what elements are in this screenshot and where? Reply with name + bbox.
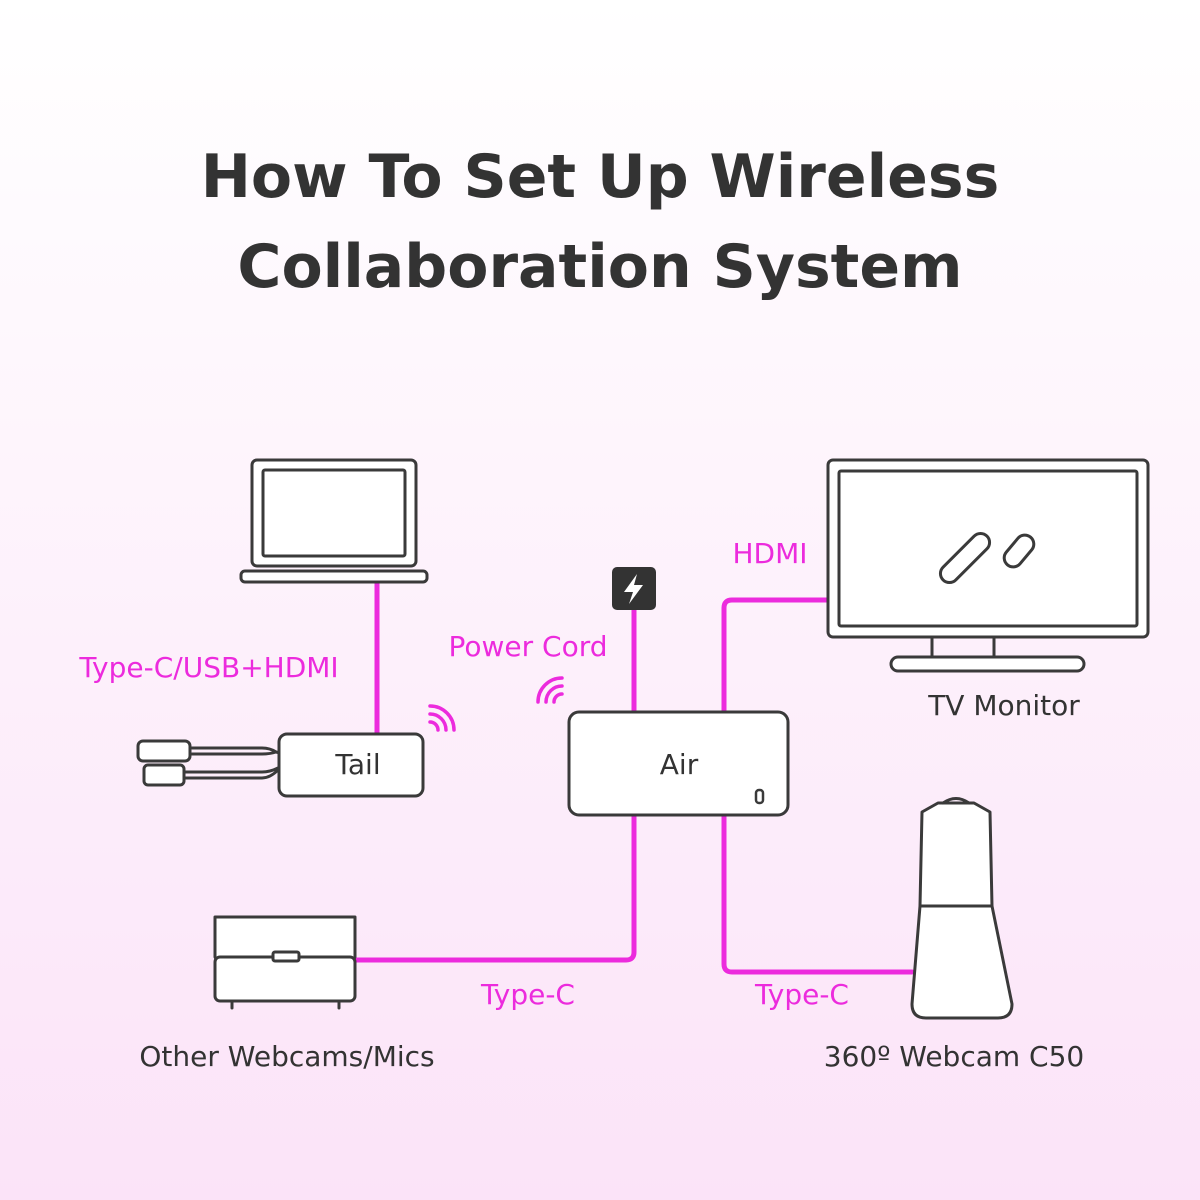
connection-label-power-cord: Power Cord xyxy=(448,630,607,663)
webcam-c50-label: 360º Webcam C50 xyxy=(824,1040,1085,1073)
other-webcams-label: Other Webcams/Mics xyxy=(139,1040,434,1073)
wifi-air-icon xyxy=(536,676,564,704)
webcam-mic-icon xyxy=(213,915,357,1010)
webcam-c50-icon xyxy=(910,797,1014,1020)
connection-label-type-c-right: Type-C xyxy=(754,978,849,1011)
cables xyxy=(349,579,915,975)
tail-dongle-icon xyxy=(136,732,425,798)
air-label: Air xyxy=(660,748,699,781)
wifi-tail-icon xyxy=(428,704,456,732)
connection-label-hdmi: HDMI xyxy=(732,537,807,570)
tail-label: Tail xyxy=(334,748,380,781)
tv-label: TV Monitor xyxy=(927,689,1080,722)
connection-label-laptop-tail: Type-C/USB+HDMI xyxy=(78,651,338,684)
title-line-1: How To Set Up Wireless xyxy=(201,142,1000,212)
lightning-icon xyxy=(612,567,656,610)
cable-type-c-right xyxy=(721,812,915,975)
connection-label-type-c-left: Type-C xyxy=(480,978,575,1011)
air-hub-icon xyxy=(567,710,790,817)
tv-monitor-icon xyxy=(826,458,1150,673)
title-line-2: Collaboration System xyxy=(237,232,962,302)
cable-hdmi xyxy=(721,597,831,715)
laptop-icon xyxy=(239,458,429,584)
cable-type-c-left xyxy=(349,812,637,963)
